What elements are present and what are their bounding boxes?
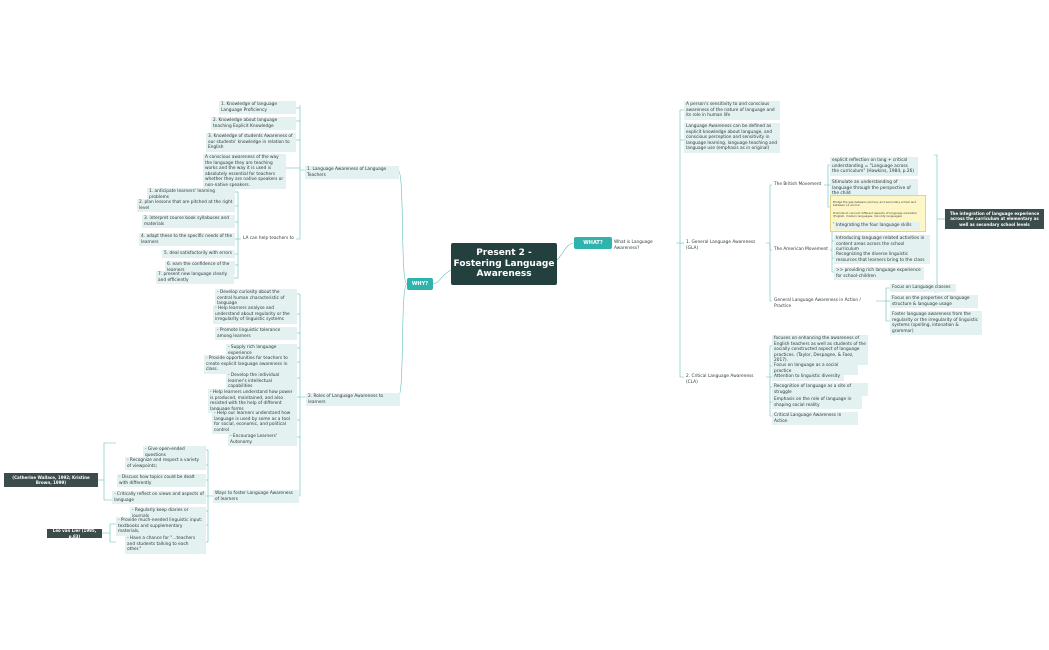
gla-in-action[interactable]: General Language Awareness in Action / P… (774, 298, 861, 309)
role-item[interactable]: - Help learners analyse and understand a… (213, 305, 297, 324)
role-item[interactable]: - Encourage Learners' Autonomy (228, 433, 297, 447)
la-help-item[interactable]: 2. plan lessons that are pitched at the … (137, 199, 235, 213)
what-branch[interactable]: WHAT? (574, 237, 612, 249)
ways-item[interactable]: - Provide much-needed linguistic input: … (116, 517, 206, 536)
teacher-knowledge-item[interactable]: 3. Knowledge of students Awareness of ou… (206, 133, 296, 152)
teacher-knowledge-item[interactable]: A conscious awareness of the way the lan… (203, 154, 286, 190)
role-item[interactable]: - Develop the individual learner's intel… (226, 372, 297, 391)
american-movement[interactable]: The American Movement (774, 247, 828, 252)
ways-item[interactable]: - Recognize and respect a variety of vie… (125, 457, 206, 471)
teacher-knowledge-item[interactable]: 1. Knowledge of language Language Profic… (219, 101, 296, 115)
role-item[interactable]: - Promote linguistic tolerance among lea… (215, 327, 297, 341)
cla-item[interactable]: Critical Language Awareness in Action (772, 412, 858, 426)
la-help-item[interactable]: 4. adapt these to the specific needs of … (139, 233, 235, 247)
british-item[interactable]: explicit reflection on lang + critical u… (830, 157, 918, 176)
british-movement[interactable]: The British Movement (774, 182, 822, 187)
roles-of-la[interactable]: 2. Roles of Language Awareness to learne… (306, 393, 400, 407)
ways-to-foster[interactable]: Ways to foster Language Awareness of lea… (213, 490, 299, 504)
critical-la[interactable]: 2. Critical Language Awareness (CLA) (686, 374, 754, 385)
teacher-knowledge-item[interactable]: 2. Knowledge about language teaching Exp… (211, 117, 296, 131)
la-definition[interactable]: A person's sensitivity to and conscious … (684, 101, 780, 120)
cla-item[interactable]: Emphasis on the role of language in shap… (772, 396, 862, 410)
ways-item[interactable]: - Discuss how topics could be dealt with… (117, 474, 206, 488)
american-item[interactable]: Integrating the four language skills (834, 222, 920, 230)
la-help-item[interactable]: 1. anticipate learners' learning problem… (147, 188, 235, 202)
la-definition[interactable]: Language Awareness can be defined as exp… (684, 123, 780, 153)
ways-item[interactable]: - Critically reflect on views and aspect… (112, 491, 206, 505)
integration-note[interactable]: The integration of language experience a… (945, 209, 1044, 229)
role-item[interactable]: - Help our learners understand how langu… (212, 410, 297, 435)
role-item[interactable]: - Provide opportunities for teachers to … (204, 355, 297, 374)
la-help-item[interactable]: 6. earn the confidence of the learners (165, 261, 235, 275)
cla-item[interactable]: Attention to linguistic diversity (772, 373, 844, 381)
american-item[interactable]: Recognizing the diverse linguistic resou… (834, 251, 930, 265)
cla-item[interactable]: Recognition of language as a site of str… (772, 383, 868, 397)
la-help-item[interactable]: 5. deal satisfactorily with errors (162, 250, 235, 258)
gla-action-item[interactable]: Focus on Language classes (890, 284, 956, 292)
gla-action-item[interactable]: Focus on the properties of language stru… (890, 295, 978, 309)
source-van-lier[interactable]: Leo van Lier (1995, p.83) (47, 528, 102, 539)
note-line: Promote to connect different aspects of … (833, 210, 918, 219)
la-can-help[interactable]: LA can help teachers to (243, 236, 294, 241)
source-wallace-brown[interactable]: (Catherine Wallace, 1992; Kristine Brown… (4, 473, 98, 487)
why-branch[interactable]: WHY? (407, 278, 433, 290)
la-help-item[interactable]: 7. present new language clearly and effi… (156, 271, 234, 285)
british-item[interactable]: Stimulate an understanding of language t… (830, 179, 918, 198)
la-help-item[interactable]: 3. interpret course book syllabuses and … (142, 215, 235, 229)
language-awareness-teachers[interactable]: 1. Language Awareness of Language Teache… (305, 166, 399, 180)
cla-item[interactable]: focuses on enhancing the awareness of En… (772, 335, 868, 365)
central-topic[interactable]: Present 2 - Fostering Language Awareness (451, 243, 557, 285)
what-is-la[interactable]: What is Language Awareness? (614, 240, 653, 251)
ways-item[interactable]: - Have a chance for "...teachers and stu… (125, 535, 206, 554)
ways-item[interactable]: - Regularly keep diaries or journals (130, 507, 206, 521)
american-item[interactable]: >> providing rich language experience fo… (834, 267, 924, 281)
note-line: Bridge the gap between primary and secon… (833, 199, 917, 208)
american-item[interactable]: Introducing language related activities … (834, 235, 930, 254)
role-item[interactable]: - Supply rich language experience (226, 344, 297, 358)
general-la[interactable]: 1. General Language Awareness (GLA) (686, 240, 756, 251)
role-item[interactable]: - Help learners understand how power is … (208, 389, 297, 414)
gla-action-item[interactable]: Foster language awareness from the regul… (890, 311, 982, 336)
cla-item[interactable]: Focus on language as a social practice (772, 362, 858, 376)
ways-item[interactable]: - Give open-ended questions (143, 446, 206, 460)
role-item[interactable]: - Develop curiosity about the central hu… (215, 289, 297, 308)
